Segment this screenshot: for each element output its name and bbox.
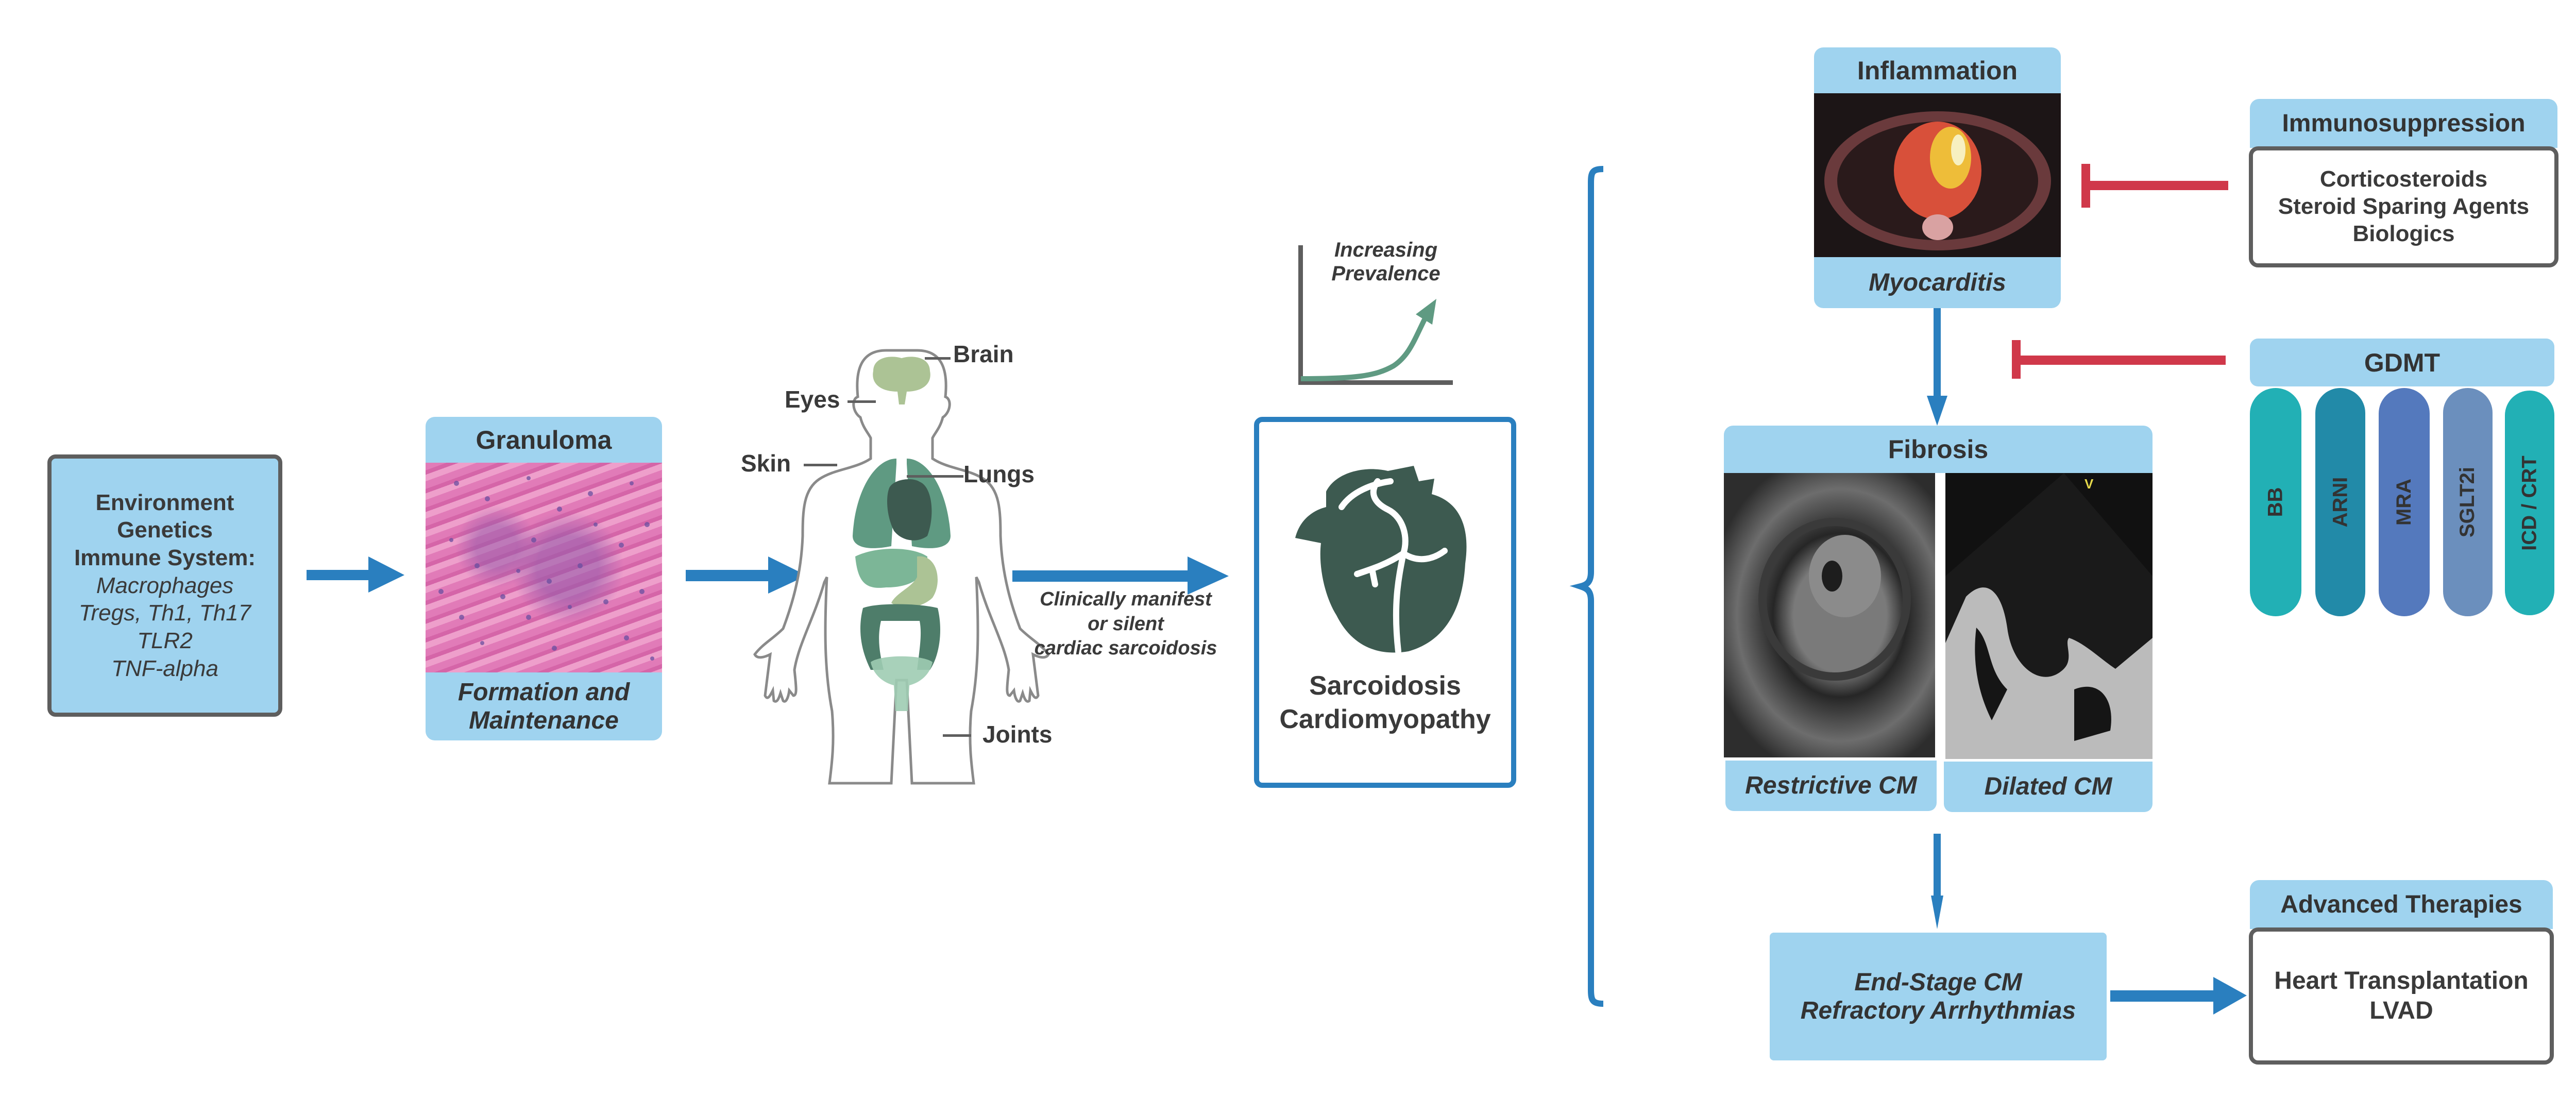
leader-line-lungs — [907, 475, 963, 478]
x-axis — [1298, 380, 1453, 385]
advanced-therapies-header: Advanced Therapies — [2250, 880, 2553, 929]
trend-curve — [1300, 318, 1427, 381]
dilated-cm-caption: Dilated CM — [1944, 762, 2153, 812]
increasing-prevalence-graphic — [1298, 245, 1453, 385]
leader-line-eyes — [848, 400, 876, 403]
curly-bracket-icon — [1569, 166, 1604, 1007]
leader-line-brain — [925, 357, 951, 360]
pillar-label: ICD / CRT — [2518, 455, 2541, 551]
transition-line2: or silent — [1088, 613, 1164, 635]
factor-t-cells: Tregs, Th1, Th17 — [78, 600, 251, 626]
end-stage-line1: End-Stage CM — [1854, 968, 2022, 996]
label-joints: Joints — [982, 721, 1053, 748]
label-brain: Brain — [953, 341, 1014, 367]
svg-text:V: V — [2084, 476, 2094, 492]
end-stage-line2: Refractory Arrhythmias — [1800, 997, 2076, 1024]
prevalence-label: Increasing Prevalence — [1319, 238, 1453, 285]
arrow-right-icon — [307, 556, 404, 593]
trend-arrowhead-icon — [1416, 299, 1436, 325]
gdmt-pillar-bb: BB — [2250, 388, 2301, 616]
histology-image — [426, 463, 662, 672]
sarcoidosis-title-line2: Cardiomyopathy — [1279, 704, 1491, 734]
inflammation-caption: Myocarditis — [1814, 257, 2061, 308]
factor-macrophages: Macrophages — [96, 572, 234, 598]
transition-line1: Clinically manifest — [1040, 588, 1212, 610]
echocardiogram-image: V — [1945, 473, 2153, 759]
arrow-right-icon — [2110, 977, 2247, 1015]
intestine-icon — [860, 604, 940, 670]
factor-genetics: Genetics — [117, 517, 213, 543]
liver-icon — [855, 549, 927, 588]
transition-line3: cardiac sarcoidosis — [1034, 637, 1217, 659]
arrow-down-icon — [1931, 834, 1943, 929]
gdmt-pillar-arni: ARNI — [2315, 388, 2365, 616]
brain-icon — [873, 357, 930, 404]
gdmt-pillar-icd-crt: ICD / CRT — [2505, 391, 2554, 615]
advanced-therapy-item: LVAD — [2369, 997, 2433, 1024]
y-axis — [1298, 245, 1303, 384]
granuloma-header: Granuloma — [426, 417, 662, 463]
gdmt-pillar-sglt2i: SGLT2i — [2443, 388, 2493, 616]
sarcoidosis-title-line1: Sarcoidosis — [1309, 671, 1461, 701]
inflammation-header: Inflammation — [1814, 47, 2061, 94]
pillar-label: SGLT2i — [2456, 466, 2479, 538]
advanced-therapies-box: Heart Transplantation LVAD — [2249, 927, 2554, 1065]
restrictive-cm-caption: Restrictive CM — [1725, 761, 1937, 811]
pillar-label: BB — [2264, 487, 2287, 517]
factor-environment: Environment — [95, 490, 234, 515]
granuloma-caption-line2: Maintenance — [469, 707, 619, 734]
arrow-right-icon — [686, 556, 807, 594]
arrow-down-icon — [1927, 308, 1947, 426]
sarcoidosis-cardiomyopathy-box: Sarcoidosis Cardiomyopathy — [1254, 417, 1516, 788]
etiology-factors-box: Environment Genetics Immune System: Macr… — [47, 454, 282, 717]
heart-organ-icon — [887, 479, 932, 541]
inhibition-bar-icon — [2012, 340, 2226, 379]
label-skin: Skin — [741, 450, 791, 477]
granuloma-caption: Formation and Maintenance — [426, 672, 662, 740]
factor-immune-system: Immune System: — [74, 545, 256, 570]
immunosuppression-header: Immunosuppression — [2250, 99, 2557, 148]
human-body-illustration — [753, 349, 1050, 785]
leader-line-skin — [804, 464, 837, 466]
transition-label: Clinically manifest or silent cardiac sa… — [1007, 587, 1244, 661]
fibrosis-header: Fibrosis — [1724, 426, 2153, 473]
factor-tnf-alpha: TNF-alpha — [111, 655, 218, 681]
pet-ct-image — [1814, 93, 2061, 257]
leader-line-joints — [943, 734, 971, 737]
advanced-therapy-item: Heart Transplantation — [2274, 967, 2529, 995]
heart-icon — [1295, 466, 1466, 654]
stomach-icon — [891, 556, 938, 607]
end-stage-box: End-Stage CM Refractory Arrhythmias — [1770, 933, 2107, 1060]
prevalence-line2: Prevalence — [1331, 262, 1440, 285]
pillar-label: ARNI — [2329, 477, 2351, 528]
immunosuppression-item: Biologics — [2352, 221, 2455, 246]
cardiac-mri-image — [1724, 473, 1935, 757]
factor-tlr2: TLR2 — [137, 628, 193, 653]
pillar-label: MRA — [2393, 478, 2415, 526]
arrow-right-icon — [1012, 556, 1229, 595]
immunosuppression-item: Corticosteroids — [2319, 166, 2488, 192]
immunosuppression-item: Steroid Sparing Agents — [2278, 194, 2530, 220]
immunosuppression-box: Corticosteroids Steroid Sparing Agents B… — [2249, 146, 2558, 267]
gdmt-pillar-mra: MRA — [2379, 388, 2430, 616]
label-lungs: Lungs — [963, 461, 1035, 487]
inhibition-bar-icon — [2081, 164, 2228, 208]
uterus-icon — [871, 656, 933, 711]
prevalence-line1: Increasing — [1334, 239, 1438, 261]
label-eyes: Eyes — [785, 386, 840, 413]
gdmt-header: GDMT — [2250, 339, 2554, 386]
granuloma-caption-line1: Formation and — [457, 678, 630, 706]
